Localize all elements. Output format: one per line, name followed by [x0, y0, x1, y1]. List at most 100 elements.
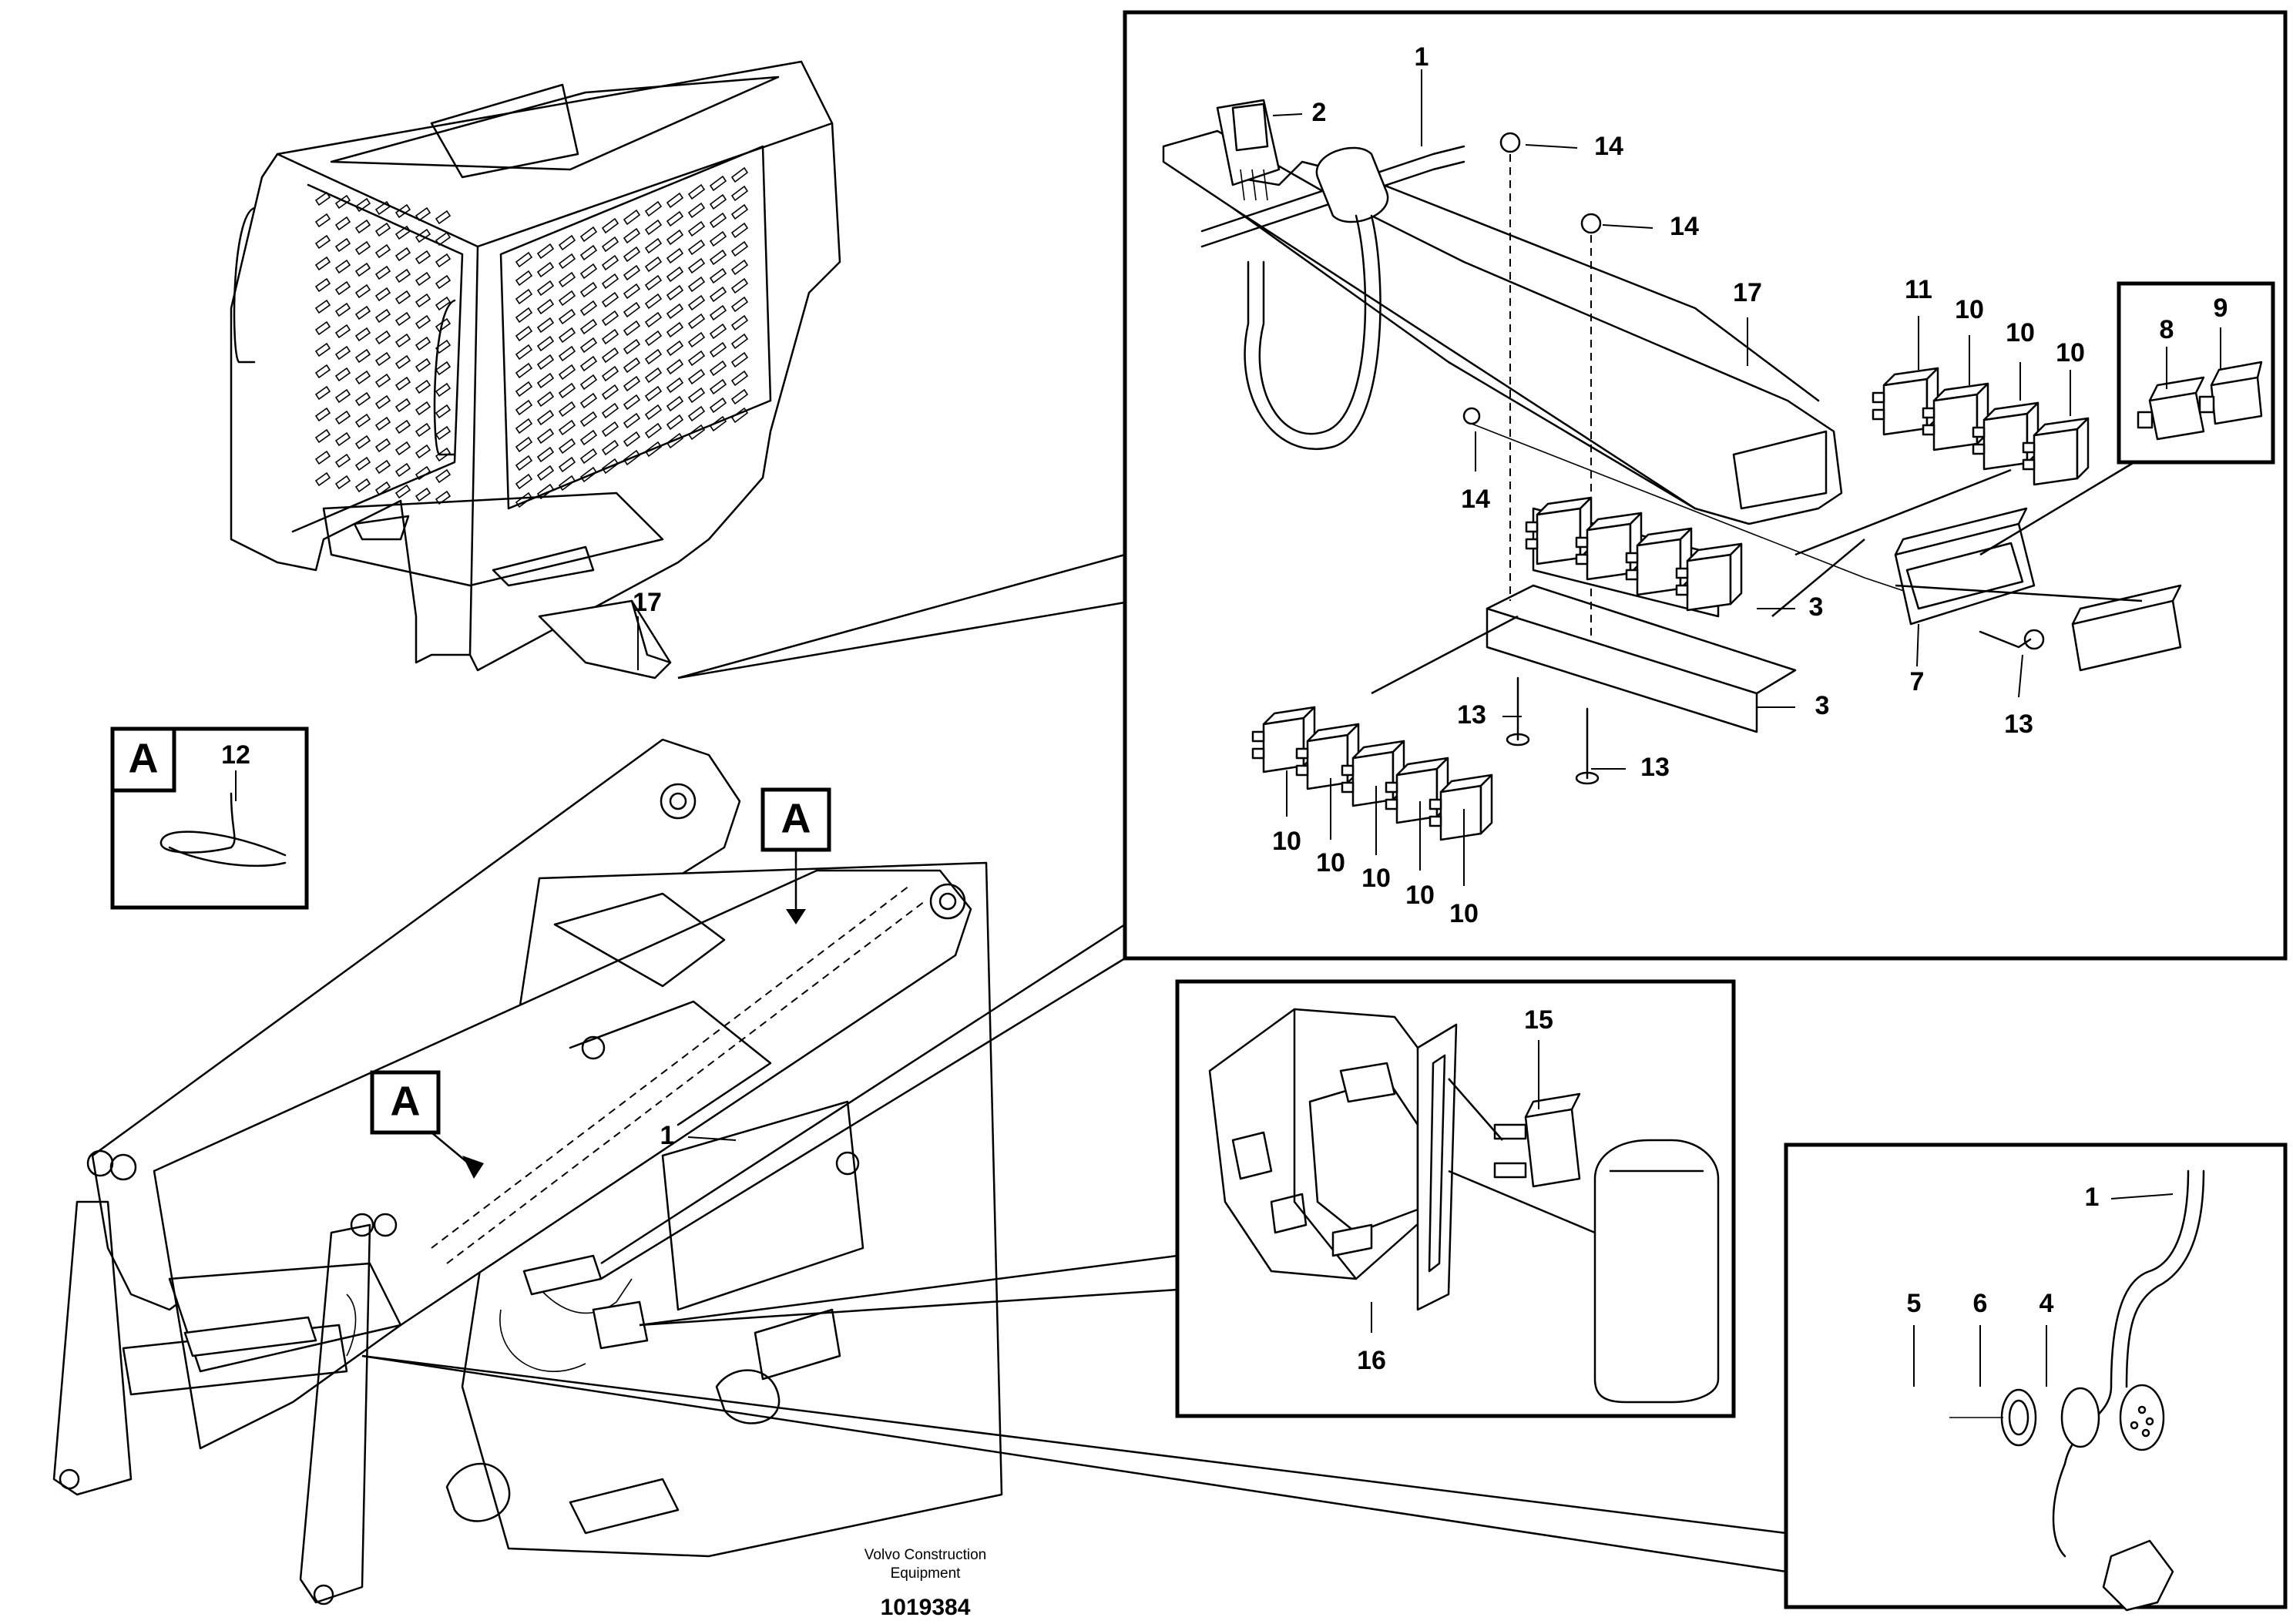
mesh-slot — [709, 323, 727, 340]
mesh-slot — [536, 446, 555, 463]
mesh-slot — [394, 354, 411, 370]
mesh-slot — [435, 490, 452, 505]
mesh-slot — [374, 438, 391, 453]
mesh-slot — [709, 415, 727, 432]
callout-10-d: 10 — [1272, 827, 1301, 856]
mesh-slot — [558, 382, 576, 399]
mesh-slot — [687, 202, 706, 219]
callout-4: 4 — [2040, 1289, 2054, 1318]
callout-11: 11 — [1905, 275, 1932, 304]
mesh-slot — [515, 418, 533, 435]
detail-frame-connector — [1784, 1143, 2288, 1609]
mesh-slot — [515, 455, 533, 471]
mesh-slot — [354, 456, 371, 471]
mesh-slot — [666, 395, 684, 412]
mesh-slot — [435, 447, 452, 462]
view-a-label-box — [110, 726, 176, 793]
mesh-slot — [687, 331, 706, 348]
mesh-slot — [601, 254, 619, 271]
leader-loader-to-middle-frame — [639, 1288, 1178, 1327]
callout-17-cab: 17 — [633, 588, 662, 617]
cab-frame-illustration — [230, 60, 841, 679]
callout-6: 6 — [1973, 1289, 1988, 1318]
mesh-slot — [730, 407, 749, 424]
mesh-slot — [558, 345, 576, 362]
mesh-slot — [666, 192, 684, 209]
mesh-slot — [374, 308, 391, 324]
mesh-slot — [314, 234, 331, 250]
relay-row-block — [1525, 496, 1743, 612]
mesh-slot — [644, 256, 663, 273]
mesh-slot — [644, 293, 663, 310]
mesh-slot — [536, 335, 555, 352]
mesh-slot — [334, 453, 351, 468]
mesh-slot — [579, 355, 598, 372]
mesh-slot — [687, 350, 706, 367]
mesh-slot — [515, 344, 533, 361]
mesh-slot — [374, 459, 391, 475]
mesh-slot — [334, 367, 351, 382]
mesh-slot — [601, 273, 619, 290]
mesh-slot — [354, 219, 371, 234]
mesh-slot — [623, 375, 641, 392]
mesh-slot — [334, 388, 351, 404]
callout-8: 8 — [2160, 315, 2174, 344]
mesh-slot — [314, 471, 331, 487]
footer-drawing-number: 1019384 — [881, 1595, 971, 1620]
mesh-slot — [644, 219, 663, 236]
mesh-slot — [374, 394, 391, 410]
mesh-slot — [314, 385, 331, 401]
mesh-slot — [709, 267, 727, 284]
leader-loader-to-middle-frame — [639, 1254, 1178, 1327]
mesh-slot — [435, 404, 452, 419]
connector-assembly-illustration — [1949, 1169, 2205, 1612]
mesh-slot — [374, 351, 391, 367]
mesh-slot — [394, 398, 411, 413]
mesh-slot — [354, 348, 371, 364]
mesh-slot — [558, 308, 576, 325]
mesh-slot — [334, 431, 351, 447]
mesh-slot — [374, 416, 391, 431]
mesh-slot — [579, 226, 598, 243]
mesh-slot — [644, 274, 663, 291]
mesh-slot — [334, 410, 351, 425]
mesh-slot — [334, 194, 351, 210]
mesh-slot — [601, 310, 619, 327]
mesh-slot — [730, 333, 749, 350]
mesh-slot — [415, 250, 431, 265]
mesh-slot — [687, 368, 706, 385]
mesh-slot — [394, 376, 411, 391]
mesh-slot — [435, 317, 452, 333]
mesh-slot — [579, 263, 598, 280]
callout-14-a: 14 — [1594, 132, 1623, 161]
mesh-slot — [374, 287, 391, 302]
relay-icon — [1429, 773, 1493, 841]
relay-icon — [1675, 542, 1743, 612]
mesh-slot — [334, 475, 351, 490]
mesh-slot — [623, 320, 641, 337]
mesh-slot — [666, 247, 684, 264]
view-a-marker-lower-box — [370, 1070, 441, 1135]
mesh-slot — [579, 466, 598, 483]
mesh-slot — [314, 428, 331, 444]
mesh-slot — [666, 321, 684, 338]
mesh-slot — [666, 284, 684, 301]
callout-14-b: 14 — [1670, 212, 1699, 241]
mesh-slot — [334, 345, 351, 361]
mesh-slot — [687, 387, 706, 404]
mesh-slot — [709, 397, 727, 414]
leader-loader-to-upper-frame — [600, 923, 1126, 1265]
mesh-slot — [354, 262, 371, 277]
mesh-slot — [687, 220, 706, 237]
mesh-slot — [515, 492, 533, 508]
mesh-slot — [623, 209, 641, 226]
callout-2: 2 — [1312, 98, 1327, 127]
mesh-slot — [730, 185, 749, 202]
callout-3-a: 3 — [1809, 592, 1824, 622]
callout-1-top: 1 — [1415, 42, 1429, 72]
mesh-slot — [709, 249, 727, 266]
mesh-slot — [730, 259, 749, 276]
mesh-slot — [415, 293, 431, 308]
mesh-slot — [394, 311, 411, 327]
